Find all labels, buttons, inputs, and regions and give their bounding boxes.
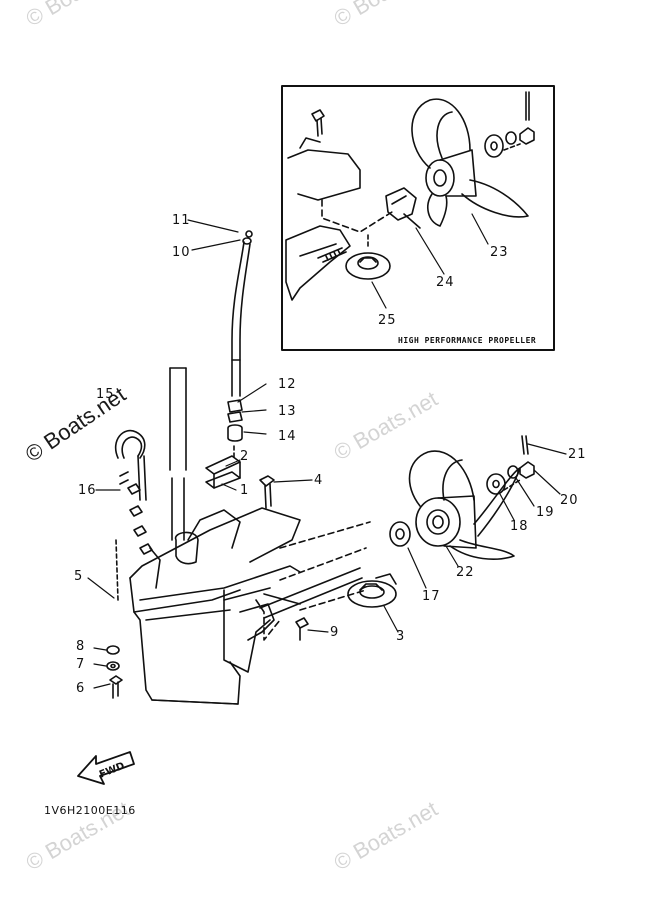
callout-7: 7 [76, 657, 86, 672]
hose-clip-15 [114, 429, 147, 501]
shift-rod [169, 367, 187, 541]
callout-16: 16 [78, 483, 97, 498]
callout-17: 17 [422, 589, 441, 604]
water-tube [231, 237, 252, 397]
callout-8: 8 [76, 639, 86, 654]
inset-washer-nut-pin [484, 91, 535, 158]
anode-3 [347, 573, 397, 608]
spacer-18-washer-19-nut-20-pin-21 [486, 435, 535, 495]
inset-bolt [311, 109, 325, 137]
diagram-code: 1V6H2100E116 [44, 804, 136, 817]
callout-14: 14 [278, 429, 297, 444]
inset-frame [281, 85, 555, 351]
forward-arrow-icon [77, 751, 135, 785]
callout-24: 24 [436, 275, 455, 290]
inset-caption: HIGH PERFORMANCE PROPELLER [398, 336, 537, 345]
bolt-4 [259, 475, 275, 509]
callout-18: 18 [510, 519, 529, 534]
plates-1-2 [205, 455, 241, 489]
callout-3: 3 [396, 629, 406, 644]
callout-5: 5 [74, 569, 84, 584]
inset-spacer-24 [385, 187, 421, 229]
callout-10: 10 [172, 245, 191, 260]
callout-23: 23 [490, 245, 509, 260]
washer-17 [389, 521, 411, 547]
propeller-22 [408, 450, 521, 560]
callout-11: 11 [172, 213, 191, 228]
callout-4: 4 [314, 473, 324, 488]
small-fittings-16 [119, 471, 153, 555]
callout-21: 21 [568, 447, 587, 462]
bolt-9-and-parts-6-8 [106, 539, 309, 699]
callout-13: 13 [278, 404, 297, 419]
callout-12: 12 [278, 377, 297, 392]
grommet-seal-parts [227, 230, 253, 459]
callout-1: 1 [240, 483, 250, 498]
inset-gearcase-part [285, 137, 393, 301]
callout-2: 2 [240, 449, 250, 464]
inset-washer-25 [345, 233, 391, 280]
callout-22: 22 [456, 565, 475, 580]
callout-20: 20 [560, 493, 579, 508]
callout-9: 9 [330, 625, 340, 640]
lower-unit-casing [129, 507, 371, 705]
callout-19: 19 [536, 505, 555, 520]
callout-6: 6 [76, 681, 86, 696]
callout-15: 15 [96, 387, 115, 402]
inset-propeller-23 [411, 98, 529, 227]
callout-25: 25 [378, 313, 397, 328]
